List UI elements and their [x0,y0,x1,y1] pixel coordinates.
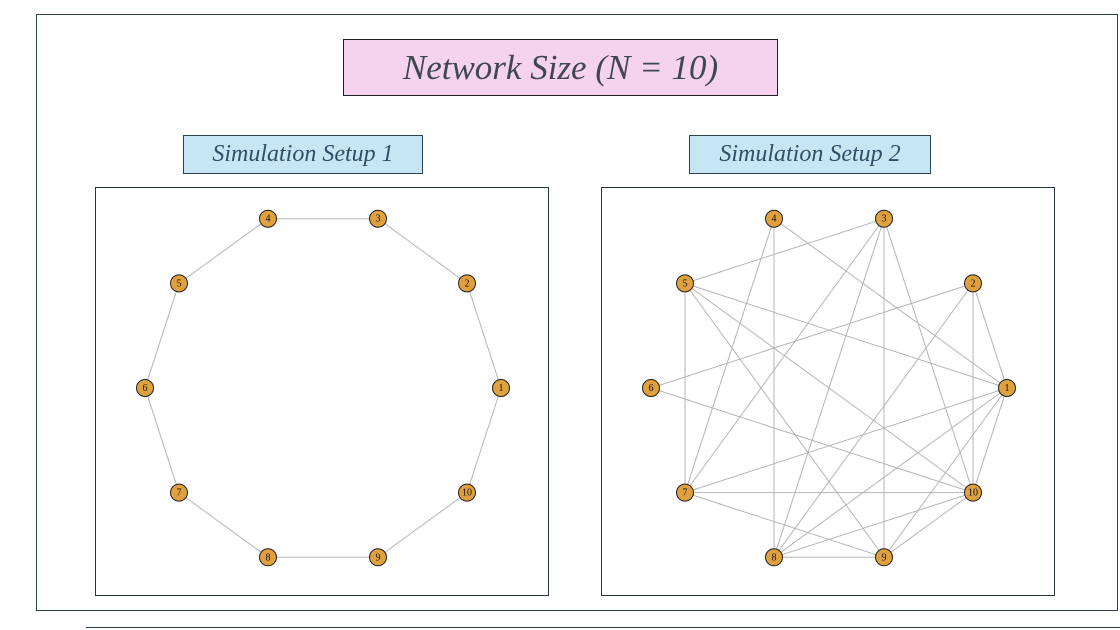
node-circle [136,379,154,397]
node-8: 8 [764,548,783,567]
node-4: 4 [764,209,783,228]
edge-2-6 [650,282,974,389]
node-circle [458,274,477,293]
edge-10-1 [466,387,502,493]
setup-1-network-panel: 1 2 3 4 5 6 7 8 9 10 [95,187,549,596]
node-circle [258,548,277,567]
node-2: 2 [964,274,983,293]
setup-2-network-panel: 1 2 3 4 5 6 7 8 9 10 [601,187,1055,596]
setup-2-label: Simulation Setup 2 [689,135,931,174]
node-label: 3 [376,214,381,225]
node-label: 9 [882,552,887,563]
node-circle [675,274,694,293]
edge-1-8 [773,387,1008,558]
edge-2-3 [377,218,468,284]
node-label: 7 [682,488,687,499]
setup-1-label: Simulation Setup 1 [183,135,423,174]
node-7: 7 [675,483,694,502]
node-label: 10 [968,488,978,499]
node-10: 10 [964,483,983,502]
node-circle [875,209,894,228]
edge-6-10 [650,387,974,494]
node-circle [998,379,1016,397]
edge-6-7 [144,387,180,493]
node-5: 5 [169,274,188,293]
node-circle [875,548,894,567]
node-label: 7 [176,488,181,499]
node-circle [169,274,188,293]
node-6: 6 [136,379,154,397]
figure-title: Network Size (N = 10) [343,39,778,96]
node-label: 8 [265,552,270,563]
bottom-divider [86,627,1120,628]
node-9: 9 [369,548,388,567]
edge-7-9 [684,492,885,558]
node-1: 1 [998,379,1016,397]
node-8: 8 [258,548,277,567]
node-circle [369,548,388,567]
node-label: 4 [771,214,776,225]
node-circle [764,209,783,228]
node-5: 5 [675,274,694,293]
node-3: 3 [875,209,894,228]
node-label: 2 [971,278,976,289]
node-circle [258,209,277,228]
edge-3-5 [684,218,885,284]
edge-group [144,218,502,558]
setup-2-network-graph: 1 2 3 4 5 6 7 8 9 10 [642,209,1016,567]
node-label: 6 [143,383,148,394]
node-10: 10 [458,483,477,502]
node-label: 1 [1005,383,1010,394]
node-circle [369,209,388,228]
node-label: 2 [465,278,470,289]
node-label: 5 [176,278,181,289]
edge-7-8 [178,492,269,558]
node-circle [169,483,188,502]
edge-9-10 [883,492,974,558]
edge-8-10 [773,492,974,558]
node-label: 5 [682,278,687,289]
edge-3-10 [883,218,974,493]
node-3: 3 [369,209,388,228]
node-7: 7 [169,483,188,502]
node-6: 6 [642,379,660,397]
node-circle [964,274,983,293]
edge-4-7 [684,218,775,493]
edge-1-10 [972,387,1008,493]
node-circle [675,483,694,502]
node-label: 4 [265,214,270,225]
node-circle [492,379,510,397]
node-label: 9 [376,552,381,563]
node-label: 6 [649,383,654,394]
edge-1-7 [684,387,1008,494]
node-1: 1 [492,379,510,397]
edge-5-6 [144,283,180,389]
edge-group [650,218,1008,558]
edge-9-10 [377,492,468,558]
node-label: 1 [499,383,504,394]
node-label: 10 [462,488,472,499]
edge-5-9 [684,283,885,558]
node-circle [764,548,783,567]
node-circle [642,379,660,397]
node-9: 9 [875,548,894,567]
edge-5-10 [684,282,974,494]
node-label: 8 [771,552,776,563]
edge-1-4 [773,218,1008,389]
edge-1-2 [972,283,1008,389]
node-label: 3 [882,214,887,225]
node-circle [964,483,983,502]
setup-1-network-graph: 1 2 3 4 5 6 7 8 9 10 [136,209,510,567]
edge-1-2 [466,283,502,389]
node-2: 2 [458,274,477,293]
edge-4-5 [178,218,269,284]
node-circle [458,483,477,502]
node-4: 4 [258,209,277,228]
